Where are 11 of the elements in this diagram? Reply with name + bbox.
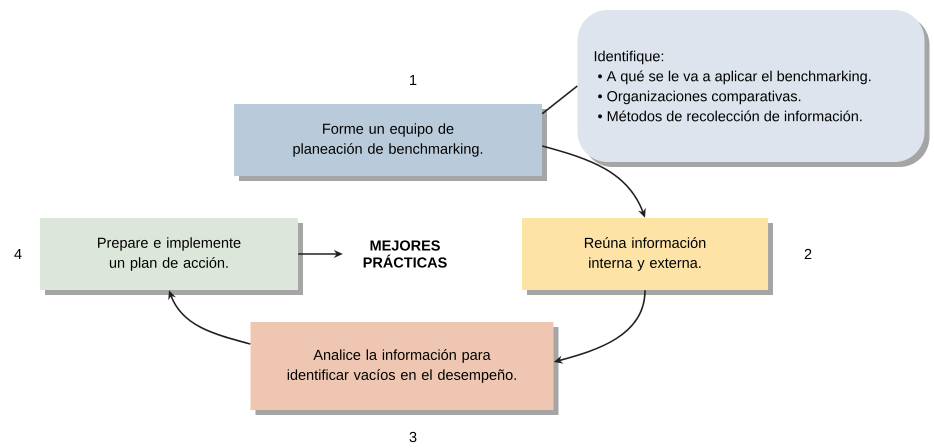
step-number: 2 [804,248,812,260]
process-box: Prepare e implemente un plan de acción. [40,218,303,295]
step-number: 1 [410,75,416,85]
process-box: Analice la información para identificar vacíos en el desempeño. [250,322,558,415]
process-box: Reúna información interna y externa. [522,218,773,295]
leader-line [542,85,578,114]
step-number: 3 [410,432,416,442]
process-box: Forme un equipo de planeación de benchmarking. [234,104,547,181]
callout-box: Identifique: • A qué se le va a aplicar el benchmarking. • Organizaciones comparativas. • Métodos de recolección de información. [578,10,930,167]
result-text: MEJORES PRÁCTICAS [364,240,447,268]
step-number: 4 [14,249,22,259]
